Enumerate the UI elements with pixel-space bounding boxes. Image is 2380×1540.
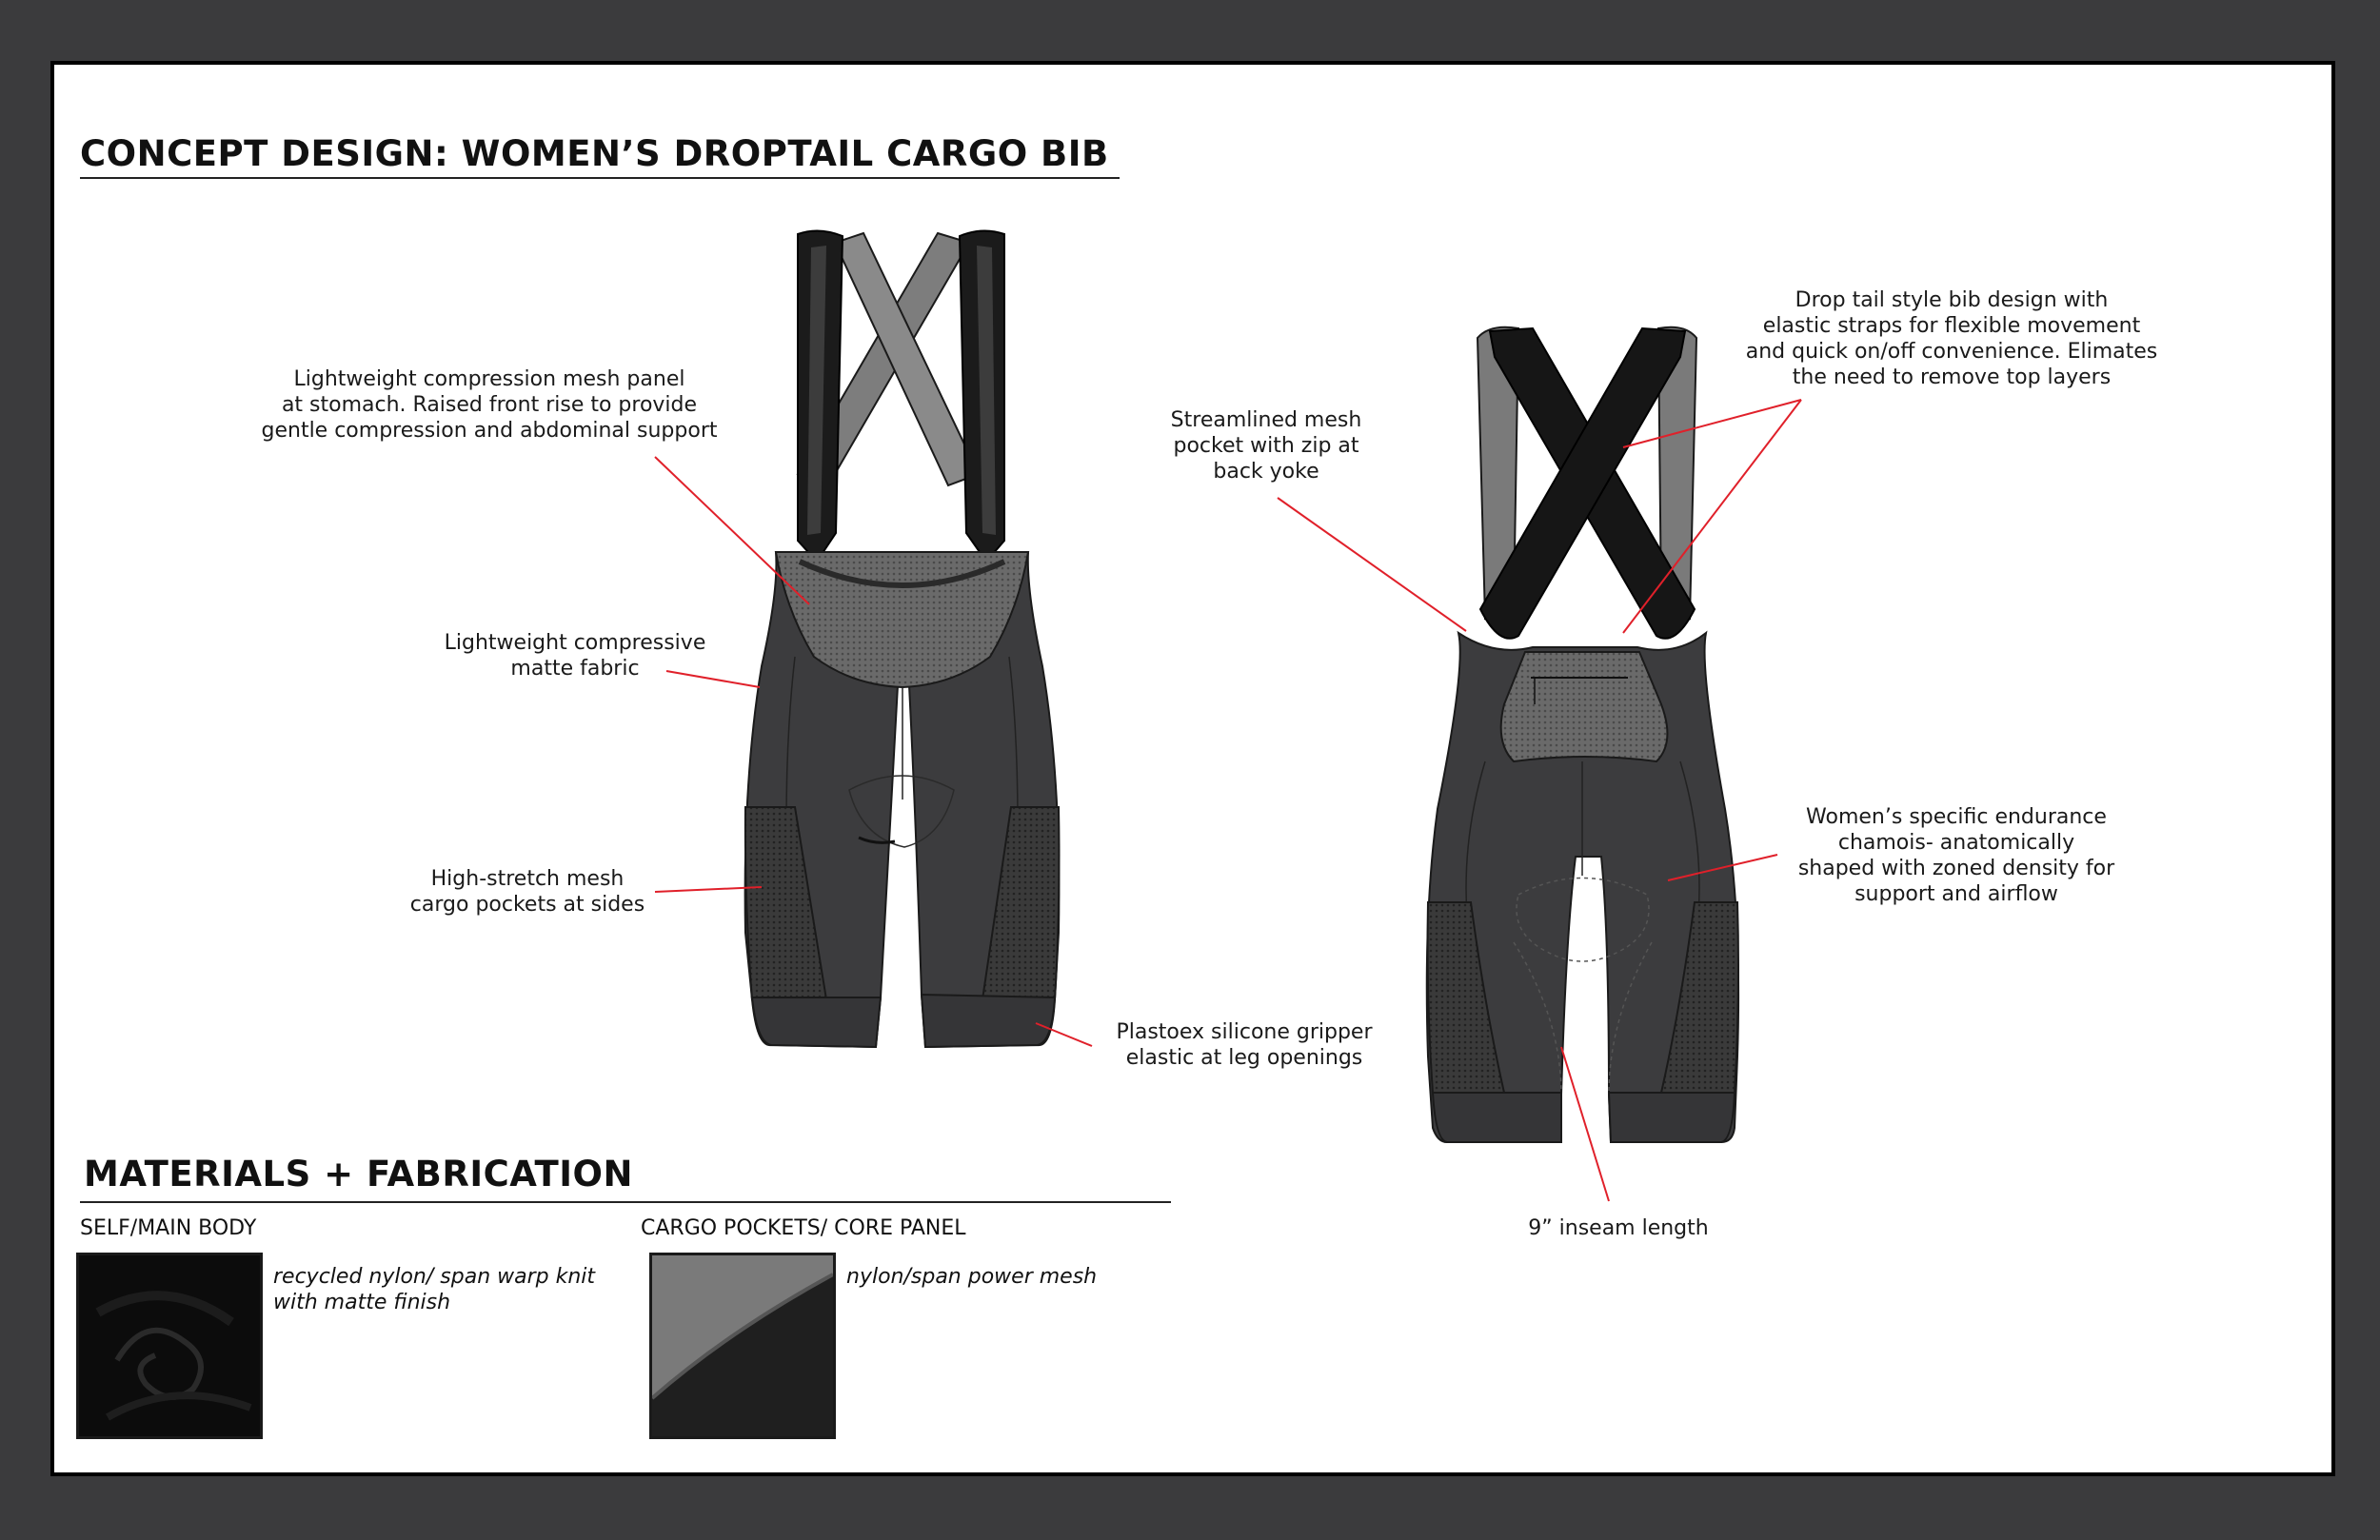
materials-underline bbox=[80, 1201, 1171, 1203]
back-view bbox=[1425, 326, 1740, 1143]
callout-matte-fabric: Lightweight compressive matte fabric bbox=[444, 631, 706, 681]
callout-cargo-pockets: High-stretch mesh cargo pockets at sides bbox=[409, 867, 645, 917]
callout-chamois: Women’s specific endurance chamois- anat… bbox=[1797, 805, 2115, 906]
self-material-label: SELF/MAIN BODY bbox=[80, 1216, 257, 1240]
materials-title: MATERIALS + FABRICATION bbox=[84, 1154, 633, 1194]
leader-lines bbox=[654, 399, 1802, 1202]
callout-back-pocket: Streamlined mesh pocket with zip at back… bbox=[1170, 408, 1362, 484]
front-view bbox=[744, 229, 1061, 1049]
cargo-material-desc: nylon/span power mesh bbox=[846, 1265, 1098, 1289]
callout-inseam: 9” inseam length bbox=[1528, 1216, 1709, 1240]
concept-board bbox=[50, 61, 2335, 1476]
callout-mesh-panel: Lightweight compression mesh panel at st… bbox=[261, 367, 718, 443]
cargo-material-label: CARGO POCKETS/ CORE PANEL bbox=[641, 1216, 966, 1240]
title-underline bbox=[80, 177, 1120, 179]
cargo-fabric-swatch bbox=[649, 1253, 836, 1439]
page-title: CONCEPT DESIGN: WOMEN’S DROPTAIL CARGO B… bbox=[80, 133, 1109, 174]
self-material-desc: recycled nylon/ span warp knit with matt… bbox=[273, 1265, 596, 1314]
callout-gripper: Plastoex silicone gripper elastic at leg… bbox=[1116, 1020, 1373, 1070]
callout-drop-tail: Drop tail style bib design with elastic … bbox=[1745, 288, 2158, 389]
self-fabric-swatch bbox=[76, 1253, 263, 1439]
